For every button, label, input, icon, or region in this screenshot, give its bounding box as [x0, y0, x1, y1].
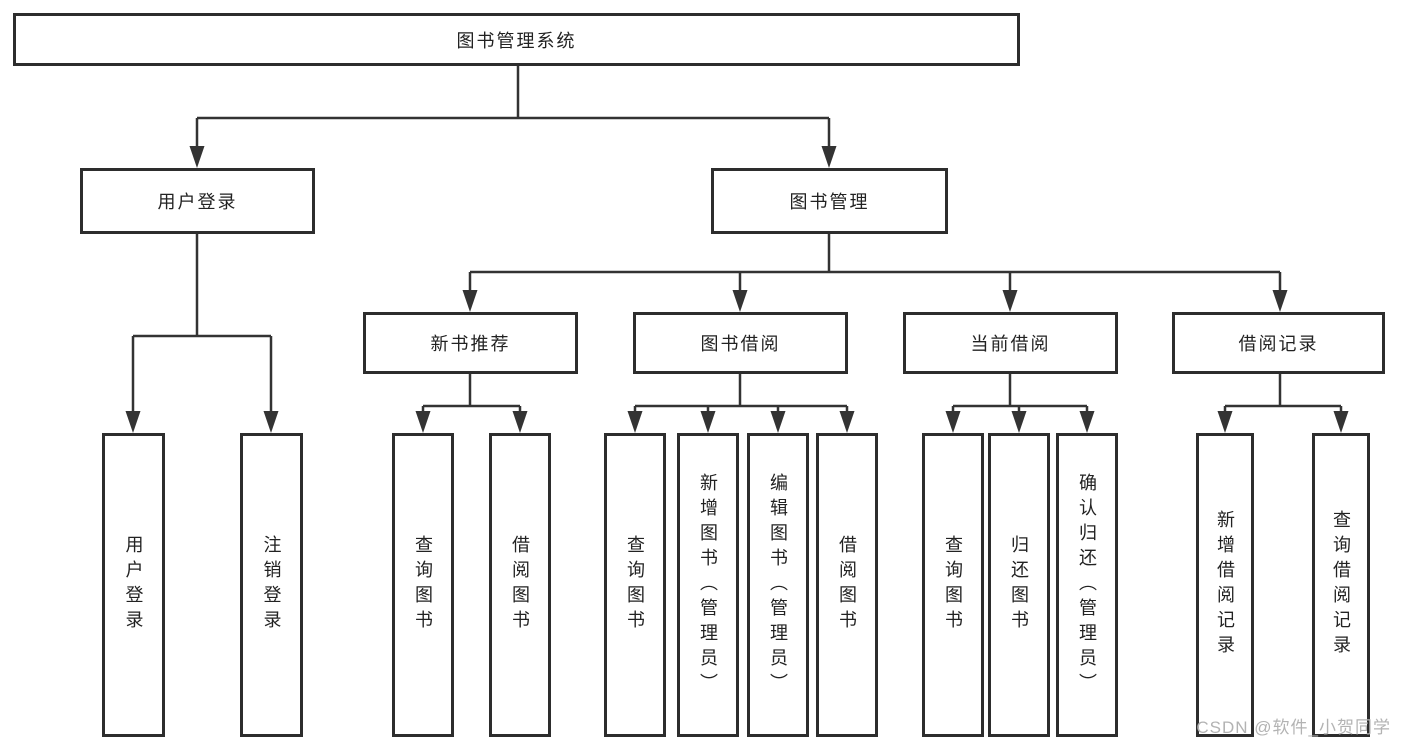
arrowhead-icon — [1217, 411, 1233, 433]
arrowhead-icon — [821, 146, 837, 168]
arrowhead-icon — [1002, 290, 1018, 312]
leaf-label: 用户登录 — [123, 535, 144, 635]
leaf-query-books-borrow: 查询图书 — [604, 433, 666, 737]
arrowhead-icon — [189, 146, 205, 168]
arrowhead-icon — [263, 411, 279, 433]
node-label: 当前借阅 — [970, 334, 1051, 354]
node-label: 借阅记录 — [1238, 334, 1319, 354]
connector-borrow-records-to-leaves — [1223, 374, 1343, 413]
leaf-label: 查询图书 — [413, 535, 433, 635]
leaf-label: 借阅图书 — [837, 535, 857, 635]
arrowhead-icon — [770, 411, 786, 433]
arrowhead-icon — [1272, 290, 1288, 312]
leaf-query-books-recommend: 查询图书 — [392, 433, 454, 737]
arrowhead-icon — [627, 411, 643, 433]
connector-book-mgmt-to-level3 — [468, 234, 1282, 293]
leaf-confirm-return-admin: 确认归还（管理员） — [1056, 433, 1118, 737]
arrowhead-icon — [415, 411, 431, 433]
leaf-label: 编辑图书（管理员） — [768, 472, 788, 698]
leaf-label: 归还图书 — [1009, 535, 1029, 635]
arrowhead-icon — [700, 411, 716, 433]
arrowhead-icon — [1079, 411, 1095, 433]
connector-root-to-level2 — [195, 66, 831, 150]
node-book-management: 图书管理 — [711, 168, 948, 234]
leaf-query-borrow-record: 查询借阅记录 — [1312, 433, 1370, 737]
arrowhead-icon — [125, 411, 141, 433]
arrowhead-icon — [839, 411, 855, 433]
node-label: 图书管理系统 — [456, 30, 577, 51]
node-library-management-system: 图书管理系统 — [13, 13, 1020, 66]
csdn-watermark: CSDN @软件_小贺同学 — [1196, 718, 1391, 737]
leaf-return-books: 归还图书 — [988, 433, 1050, 737]
leaf-logout: 注销登录 — [240, 433, 303, 737]
node-label: 图书管理 — [789, 192, 870, 212]
node-user-login: 用户登录 — [80, 168, 315, 234]
leaf-label: 借阅图书 — [510, 535, 530, 635]
leaf-add-borrow-record: 新增借阅记录 — [1196, 433, 1254, 737]
arrowhead-icon — [462, 290, 478, 312]
leaf-label: 确认归还（管理员） — [1077, 472, 1097, 698]
arrowhead-icon — [732, 290, 748, 312]
leaf-edit-books-admin: 编辑图书（管理员） — [747, 433, 809, 737]
leaf-label: 查询图书 — [943, 535, 963, 635]
leaf-label: 查询借阅记录 — [1331, 510, 1351, 660]
leaf-label: 新增借阅记录 — [1215, 510, 1235, 660]
arrowhead-icon — [945, 411, 961, 433]
node-borrow-records: 借阅记录 — [1172, 312, 1385, 374]
leaf-label: 查询图书 — [625, 535, 645, 635]
connector-current-borrow-to-leaves — [951, 374, 1089, 413]
leaf-add-books-admin: 新增图书（管理员） — [677, 433, 739, 737]
node-label: 新书推荐 — [430, 334, 511, 354]
node-current-borrow: 当前借阅 — [903, 312, 1118, 374]
leaf-query-books-current: 查询图书 — [922, 433, 984, 737]
leaf-borrow-books: 借阅图书 — [816, 433, 878, 737]
leaf-user-login: 用户登录 — [102, 433, 165, 737]
node-new-book-recommend: 新书推荐 — [363, 312, 578, 374]
node-label: 用户登录 — [157, 192, 238, 212]
arrowheads — [125, 146, 1349, 433]
node-book-borrow: 图书借阅 — [633, 312, 848, 374]
node-label: 图书借阅 — [700, 334, 781, 354]
leaf-label: 注销登录 — [261, 535, 282, 635]
leaf-borrow-books-recommend: 借阅图书 — [489, 433, 551, 737]
leaf-label: 新增图书（管理员） — [698, 472, 718, 698]
connector-new-books-to-leaves — [421, 374, 522, 413]
arrowhead-icon — [512, 411, 528, 433]
connector-user-login-to-leaves — [131, 234, 273, 413]
arrowhead-icon — [1333, 411, 1349, 433]
arrowhead-icon — [1011, 411, 1027, 433]
connector-book-borrow-to-leaves — [633, 374, 849, 413]
